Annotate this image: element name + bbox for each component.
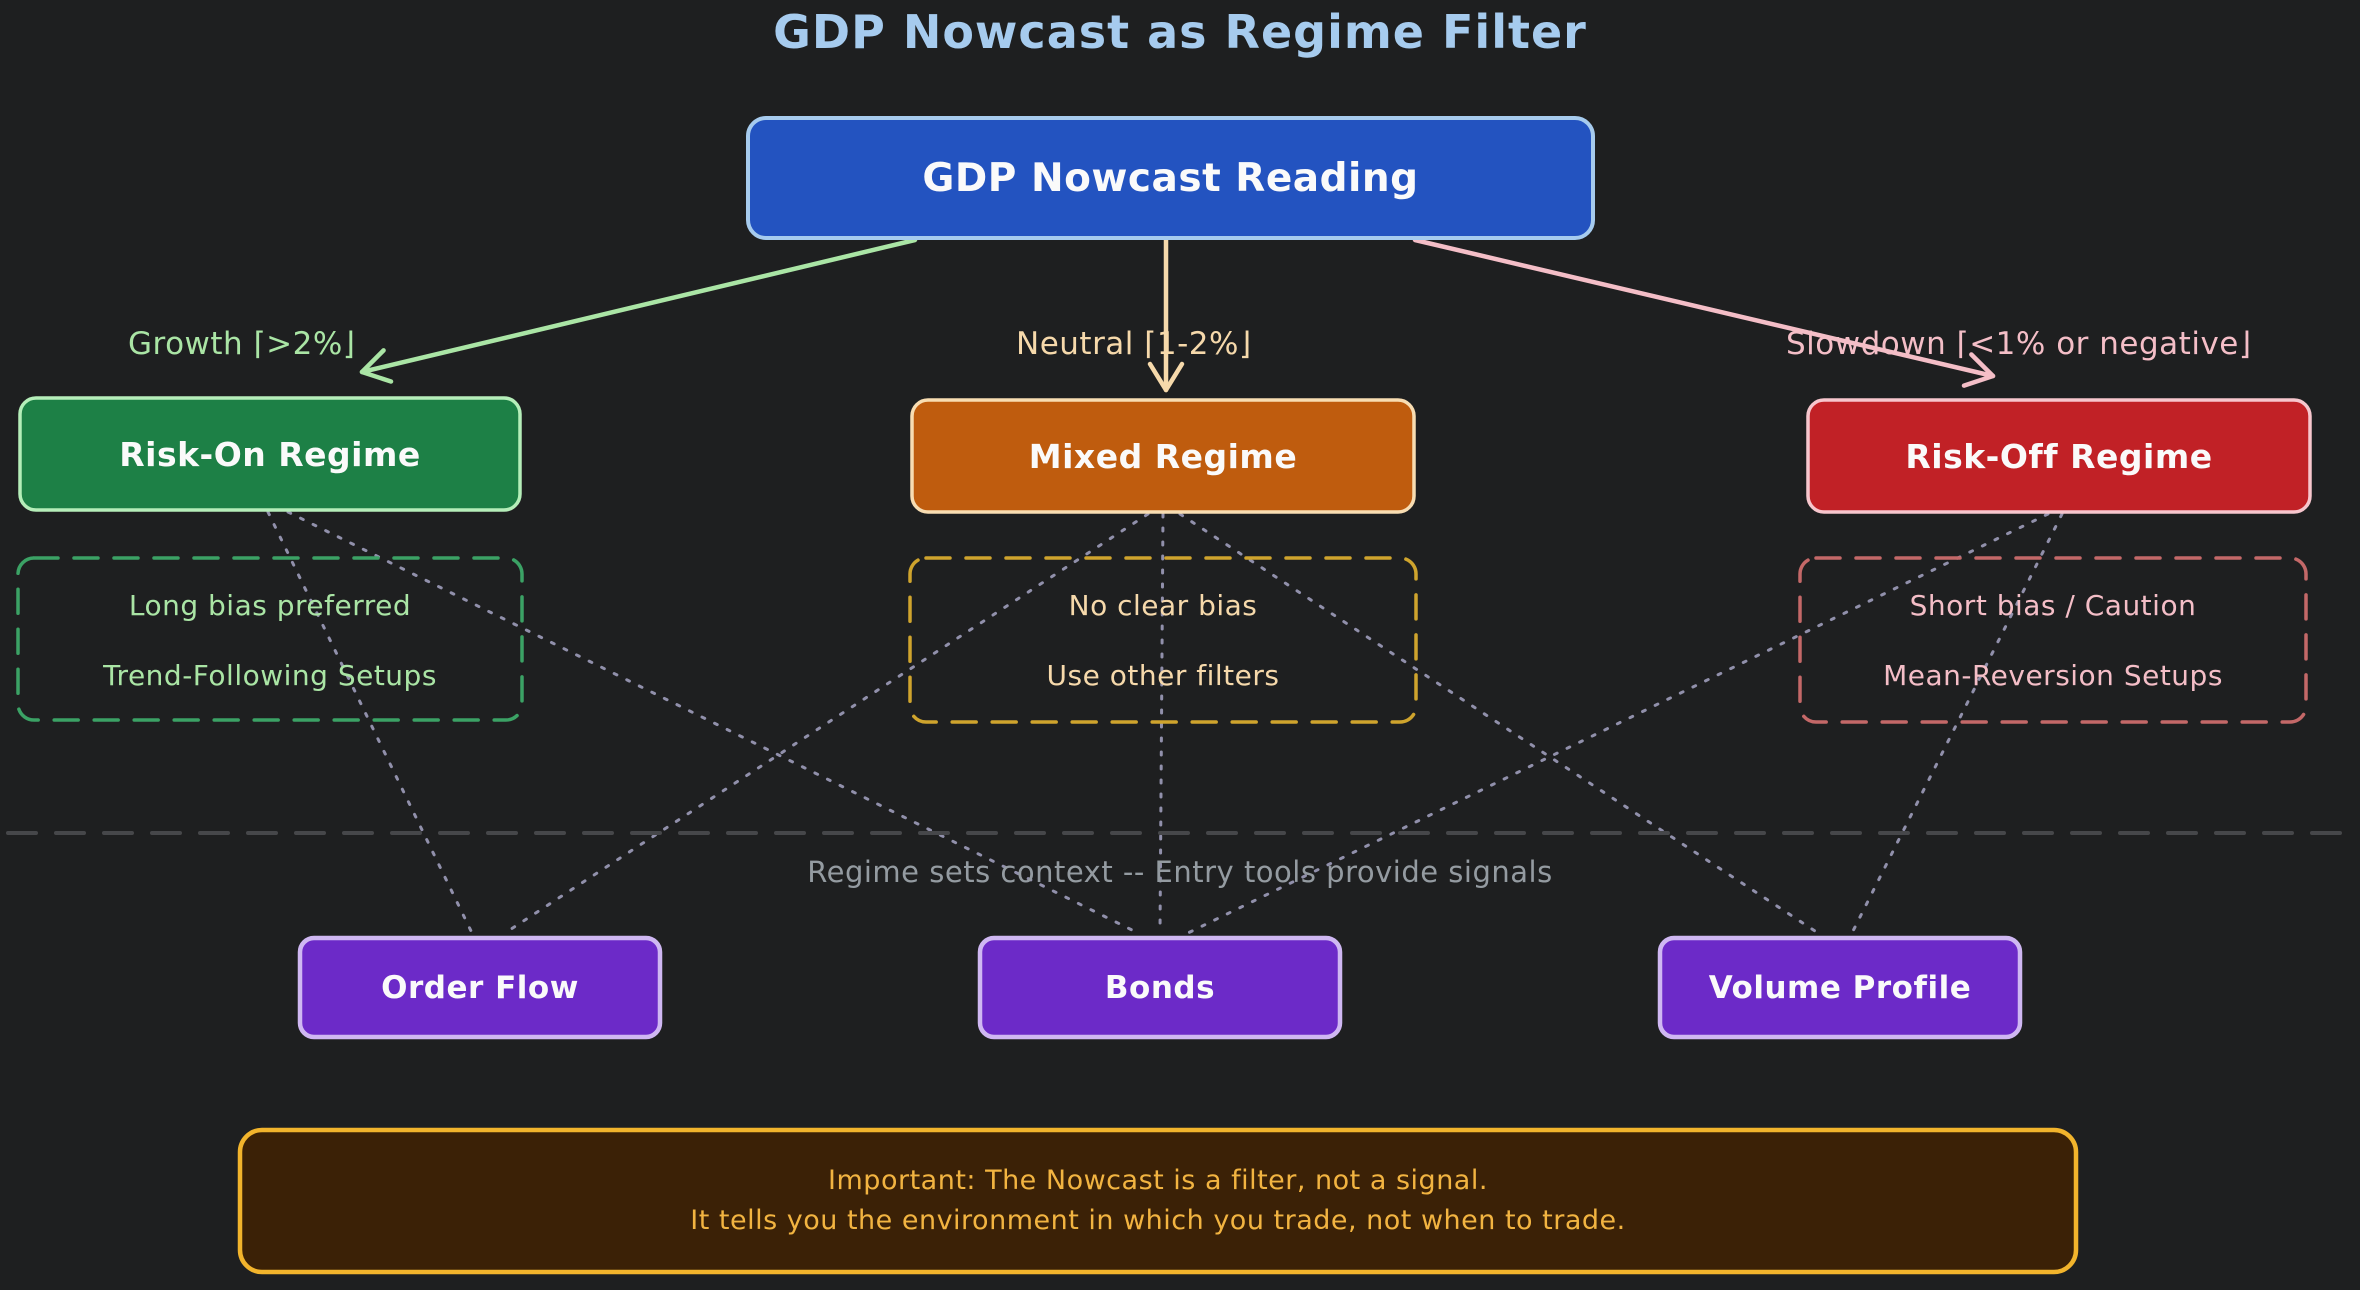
important-note: Important: The Nowcast is a filter, not … bbox=[240, 1130, 2076, 1272]
bonds-node-shape bbox=[977, 935, 1343, 1040]
connector-mixed-volumeprofile bbox=[1178, 512, 1820, 935]
gdp-nowcast-node-label: GDP Nowcast Reading bbox=[922, 155, 1419, 201]
connector-riskoff-volumeprofile bbox=[1850, 512, 2064, 935]
note-line: Short bias / Caution bbox=[1909, 588, 2197, 622]
mixed-node-shape bbox=[910, 398, 1416, 514]
important-note-line-2: It tells you the environment in which yo… bbox=[690, 1205, 1626, 1236]
branch-label-neutral: Neutral ⌈1-2%⌋ bbox=[1016, 326, 1252, 362]
divider-caption: Regime sets context -- Entry tools provi… bbox=[807, 855, 1553, 889]
connector-mixed-orderflow bbox=[503, 512, 1150, 935]
branch-label-growth: Growth ⌈>2%⌋ bbox=[128, 326, 356, 362]
volume-profile-node-label: Volume Profile bbox=[1708, 969, 1972, 1006]
risk-off-notes: Short bias / Caution Mean-Reversion Setu… bbox=[1800, 558, 2306, 722]
risk-off-node-shape bbox=[1806, 398, 2312, 514]
gdp-nowcast-node-shape bbox=[746, 116, 1595, 240]
page-title: GDP Nowcast as Regime Filter bbox=[773, 5, 1587, 59]
mixed-node-label: Mixed Regime bbox=[1028, 436, 1298, 476]
mixed-notes-shape bbox=[908, 556, 1418, 724]
arrow-growth-branch bbox=[359, 237, 918, 384]
order-flow-node-label: Order Flow bbox=[381, 969, 579, 1006]
arrow-slowdown-branch bbox=[1412, 237, 1996, 388]
connector-riskoff-bonds bbox=[1186, 512, 2050, 935]
risk-on-node-shape bbox=[18, 396, 522, 512]
note-line: Use other filters bbox=[1046, 658, 1280, 692]
important-note-shape bbox=[237, 1127, 2079, 1275]
note-line: Long bias preferred bbox=[128, 588, 412, 622]
risk-on-node-label: Risk-On Regime bbox=[119, 434, 421, 474]
risk-on-notes-shape bbox=[16, 556, 524, 722]
note-line: Trend-Following Setups bbox=[103, 658, 437, 692]
important-note-line-1: Important: The Nowcast is a filter, not … bbox=[828, 1165, 1488, 1196]
risk-on-notes: Long bias preferred Trend-Following Setu… bbox=[18, 558, 522, 722]
bonds-node-label: Bonds bbox=[1104, 969, 1216, 1006]
risk-off-notes-shape bbox=[1798, 556, 2308, 724]
order-flow-node-shape bbox=[297, 935, 663, 1040]
note-line: Mean-Reversion Setups bbox=[1883, 658, 2223, 692]
note-line: No clear bias bbox=[1068, 588, 1258, 622]
risk-off-node-label: Risk-Off Regime bbox=[1905, 436, 2213, 476]
mixed-notes: No clear bias Use other filters bbox=[910, 558, 1416, 722]
branch-label-slowdown: Slowdown ⌈<1% or negative⌋ bbox=[1786, 326, 2252, 362]
volume-profile-node-shape bbox=[1657, 935, 2023, 1040]
connector-riskon-bonds bbox=[286, 510, 1140, 935]
